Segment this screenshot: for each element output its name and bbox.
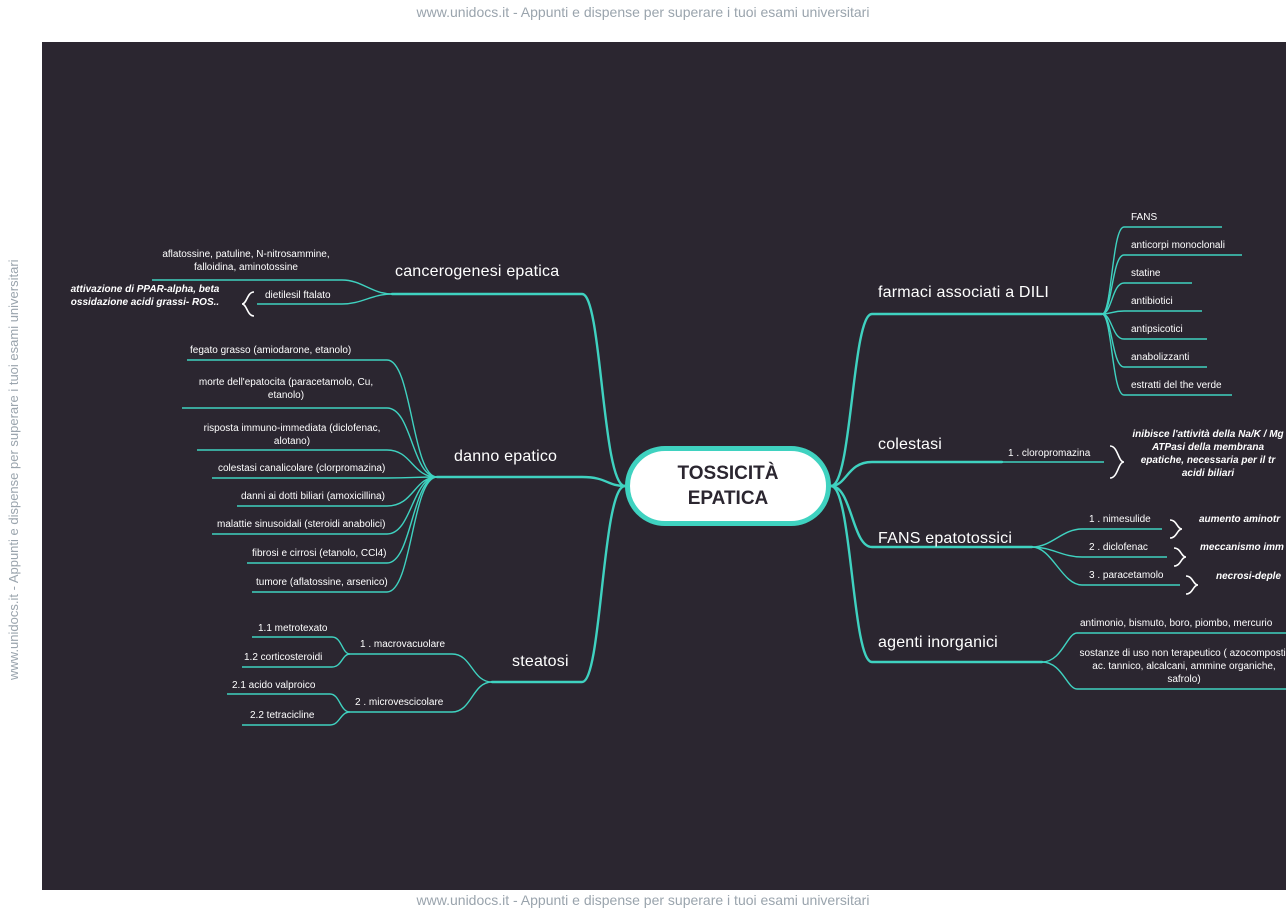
danno-item-3[interactable]: risposta immuno-immediata (diclofenac, a…	[203, 423, 381, 447]
farmaci-item-2[interactable]: anticorpi monoclonali	[1131, 240, 1225, 251]
inorganici-item-1[interactable]: antimonio, bismuto, boro, piombo, mercur…	[1080, 618, 1273, 629]
danno-item-5[interactable]: danni ai dotti biliari (amoxicillina)	[241, 491, 385, 502]
steatosi-macro-item-2[interactable]: 1.2 corticosteroidi	[244, 652, 323, 663]
topic-steatosi[interactable]: steatosi	[512, 653, 569, 670]
steatosi-micro-item-2[interactable]: 2.2 tetracicline	[250, 710, 315, 721]
steatosi-micro-item-1[interactable]: 2.1 acido valproico	[232, 680, 316, 691]
colestasi-note: inibisce l'attività della Na/K / Mg ATPa…	[1132, 429, 1284, 479]
fans-note-2: meccanismo imm	[1200, 542, 1284, 553]
mindmap-canvas: TOSSICITÀ EPATICA cancerogenesi epatica …	[42, 42, 1286, 890]
watermark-bottom: www.unidocs.it - Appunti e dispense per …	[416, 892, 870, 908]
farmaci-item-1[interactable]: FANS	[1131, 212, 1158, 223]
cancerogenesi-note: attivazione di PPAR-alpha, beta ossidazi…	[70, 284, 220, 308]
danno-item-6[interactable]: malattie sinusoidali (steroidi anabolici…	[217, 519, 386, 530]
danno-item-8[interactable]: tumore (aflatossine, arsenico)	[256, 577, 388, 588]
cancerogenesi-item-2[interactable]: dietilesil ftalato	[265, 290, 331, 301]
colestasi-item[interactable]: 1 . cloropromazina	[1008, 448, 1091, 459]
danno-item-7[interactable]: fibrosi e cirrosi (etanolo, CCl4)	[252, 548, 387, 559]
danno-item-1[interactable]: fegato grasso (amiodarone, etanolo)	[190, 345, 352, 356]
watermark-side: www.unidocs.it - Appunti e dispense per …	[6, 259, 21, 680]
fans-item-2[interactable]: 2 . diclofenac	[1089, 542, 1148, 553]
inorganici-item-2[interactable]: sostanze di uso non terapeutico ( azocom…	[1079, 648, 1286, 685]
danno-item-2[interactable]: morte dell'epatocita (paracetamolo, Cu, …	[198, 377, 374, 401]
farmaci-item-7[interactable]: estratti del the verde	[1131, 380, 1222, 391]
center-line-1: TOSSICITÀ	[677, 463, 779, 484]
fans-note-1: aumento aminotr	[1199, 514, 1281, 525]
steatosi-micro[interactable]: 2 . microvescicolare	[355, 697, 444, 708]
farmaci-item-6[interactable]: anabolizzanti	[1131, 352, 1190, 363]
steatosi-macro-item-1[interactable]: 1.1 metrotexato	[258, 623, 328, 634]
fans-item-3[interactable]: 3 . paracetamolo	[1089, 570, 1164, 581]
cancerogenesi-item-1[interactable]: aflatossine, patuline, N-nitrosammine, f…	[162, 249, 330, 273]
watermark-top: www.unidocs.it - Appunti e dispense per …	[416, 4, 870, 20]
farmaci-item-5[interactable]: antipsicotici	[1131, 324, 1183, 335]
fans-note-3: necrosi-deple	[1216, 571, 1282, 582]
mindmap-links	[152, 226, 1286, 726]
center-line-2: EPATICA	[687, 488, 769, 509]
farmaci-item-3[interactable]: statine	[1131, 268, 1161, 279]
fans-item-1[interactable]: 1 . nimesulide	[1089, 514, 1151, 525]
steatosi-macro[interactable]: 1 . macrovacuolare	[360, 639, 446, 650]
topic-cancerogenesi[interactable]: cancerogenesi epatica	[395, 263, 560, 280]
farmaci-item-4[interactable]: antibiotici	[1131, 296, 1173, 307]
topic-colestasi[interactable]: colestasi	[878, 436, 943, 453]
center-node[interactable]: TOSSICITÀ EPATICA	[625, 446, 831, 526]
topic-fans-epatotossici[interactable]: FANS epatotossici	[878, 530, 1013, 547]
topic-agenti-inorganici[interactable]: agenti inorganici	[878, 634, 998, 651]
topic-danno-epatico[interactable]: danno epatico	[454, 448, 558, 465]
topic-farmaci-dili[interactable]: farmaci associati a DILI	[878, 284, 1050, 301]
danno-item-4[interactable]: colestasi canalicolare (clorpromazina)	[218, 463, 386, 474]
